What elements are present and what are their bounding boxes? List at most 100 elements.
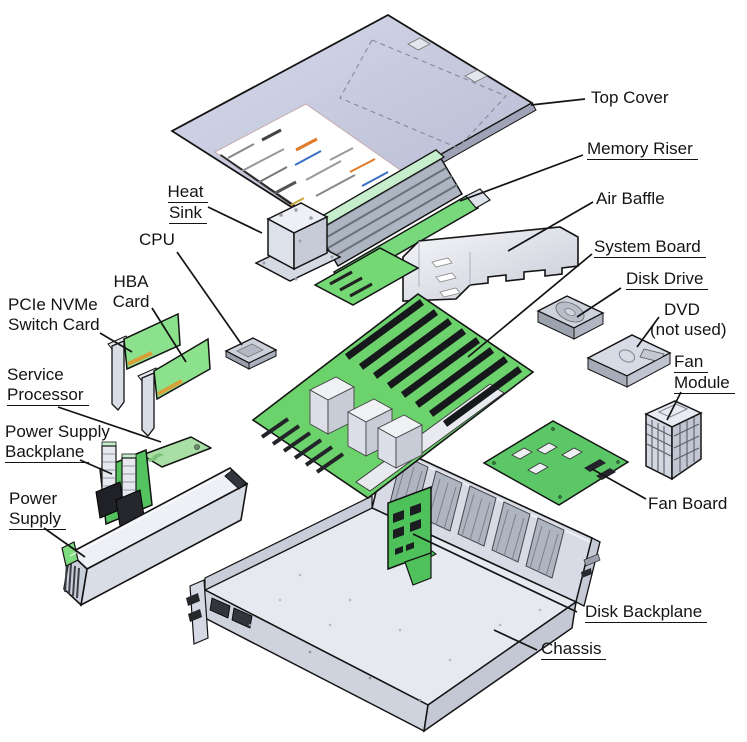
screw xyxy=(194,444,200,450)
cpu-edge xyxy=(248,349,277,370)
chassis-art xyxy=(186,442,601,733)
card-pcb xyxy=(123,312,181,371)
label-fan-module-link-2[interactable]: Module xyxy=(674,374,735,394)
label-ps-backplane-link[interactable]: Backplane xyxy=(5,443,90,463)
fan-board-pcb xyxy=(482,420,630,506)
card-bracket xyxy=(141,372,155,437)
callout-lines xyxy=(43,98,682,651)
label-heat-sink-link-2[interactable]: Sink xyxy=(168,204,208,224)
label-air-baffle-text: Air Baffle xyxy=(596,189,665,208)
callout-chassis xyxy=(493,629,538,651)
label-memory-riser: Memory Riser xyxy=(587,139,698,160)
label-hba-card-text-2: Card xyxy=(112,292,150,311)
label-air-baffle: Air Baffle xyxy=(596,189,665,209)
label-memory-riser-link[interactable]: Memory Riser xyxy=(587,140,698,160)
label-system-board-link[interactable]: System Board xyxy=(594,238,706,258)
label-dvd: DVD (not used) xyxy=(650,300,727,340)
disk-drive-side xyxy=(573,312,604,340)
disk-drive-art xyxy=(536,295,605,340)
psu-vents xyxy=(64,561,80,599)
fan-module-art xyxy=(644,400,703,481)
label-ps-backplane-text: Power Supply xyxy=(5,422,110,441)
label-top-cover: Top Cover xyxy=(591,88,668,108)
top-cover-latch xyxy=(407,37,431,51)
front-wall-screws xyxy=(248,623,422,702)
label-service-processor-link[interactable]: Processor xyxy=(7,386,89,406)
power-connector xyxy=(596,468,616,480)
rack-ear-right xyxy=(583,553,601,567)
label-fan-module: Fan Module xyxy=(674,352,735,394)
tower-stripes xyxy=(103,453,115,487)
callout-system-board xyxy=(467,253,593,358)
floor-screws xyxy=(278,573,542,662)
label-service-processor: Service Processor xyxy=(7,365,89,406)
label-fan-module-link-1[interactable]: Fan xyxy=(674,353,709,373)
card-bracket xyxy=(111,340,125,411)
wing-connectors xyxy=(329,270,373,298)
card-pcb xyxy=(153,337,211,401)
label-top-cover-text: Top Cover xyxy=(591,88,669,107)
ear-hook xyxy=(186,593,200,606)
card-gold-fingers xyxy=(157,379,183,396)
power-connector xyxy=(584,459,606,472)
air-baffle-shelves xyxy=(431,257,461,298)
chip xyxy=(152,453,164,458)
system-board-pcb xyxy=(251,293,535,499)
psu-socket xyxy=(231,607,253,629)
heat-sink-art xyxy=(254,202,342,282)
chassis-left-rim xyxy=(204,495,373,591)
fan-connectors xyxy=(511,442,583,475)
callout-fan-module xyxy=(666,391,682,421)
backplane-connectors xyxy=(393,503,421,555)
dvd-disc-mark xyxy=(618,349,636,363)
callout-disk-drive xyxy=(576,287,622,318)
psu-latch xyxy=(61,541,79,567)
label-power-supply-link[interactable]: Supply xyxy=(9,510,66,530)
label-disk-drive: Disk Drive xyxy=(626,269,709,290)
air-baffle-body xyxy=(402,226,579,302)
pcie-nvme-switch-card-art xyxy=(107,312,181,411)
label-pcie-nvme-text-1: PCIe NVMe xyxy=(8,295,98,314)
psu-connector xyxy=(224,469,247,490)
service-processor-board xyxy=(141,436,212,468)
cpu-die xyxy=(236,343,264,358)
label-cpu: CPU xyxy=(139,230,175,250)
chassis-right-wall xyxy=(422,600,578,733)
disk-backplane-foot xyxy=(404,552,432,586)
label-disk-drive-link[interactable]: Disk Drive xyxy=(626,270,709,290)
callout-top-cover xyxy=(530,98,586,106)
label-heat-sink: Heat Sink xyxy=(166,182,210,224)
label-system-board: System Board xyxy=(594,237,706,258)
label-chassis: Chassis xyxy=(541,639,607,660)
fan-module-handle xyxy=(657,403,689,418)
heat-sink-screws xyxy=(262,208,334,281)
label-pcie-nvme-switch-card: PCIe NVMe Switch Card xyxy=(8,295,100,335)
screws xyxy=(492,427,620,499)
label-pcie-nvme-text-2: Switch Card xyxy=(8,315,100,334)
ear-hook xyxy=(188,609,202,622)
disk-backplane-art xyxy=(387,485,432,586)
callout-disk-backplane xyxy=(412,533,578,613)
power-supply-art xyxy=(61,467,249,607)
label-disk-backplane-link[interactable]: Disk Backplane xyxy=(585,603,708,623)
callout-power-supply xyxy=(43,527,86,558)
psu-highlight xyxy=(69,470,231,557)
label-dvd-text: DVD xyxy=(664,300,700,319)
callout-cpu xyxy=(176,251,243,346)
label-chassis-link[interactable]: Chassis xyxy=(541,640,607,660)
service-processor-art xyxy=(141,436,212,468)
callout-memory-riser xyxy=(459,154,584,202)
label-hba-card-text-1: HBA xyxy=(113,272,149,291)
dvd-side xyxy=(626,352,671,388)
callout-heat-sink xyxy=(207,206,263,234)
label-service-processor-text: Service xyxy=(7,365,64,384)
system-board-art xyxy=(251,247,535,499)
dvd-drive-art xyxy=(586,334,672,388)
label-dvd-note: (not used) xyxy=(650,320,727,339)
label-fan-board-text: Fan Board xyxy=(648,494,728,513)
hba-card-art xyxy=(137,337,211,437)
top-cover-latch xyxy=(464,69,488,83)
label-heat-sink-link-1[interactable]: Heat xyxy=(167,183,209,203)
callout-fan-board xyxy=(591,468,647,500)
heat-sink-right-face xyxy=(293,215,328,271)
